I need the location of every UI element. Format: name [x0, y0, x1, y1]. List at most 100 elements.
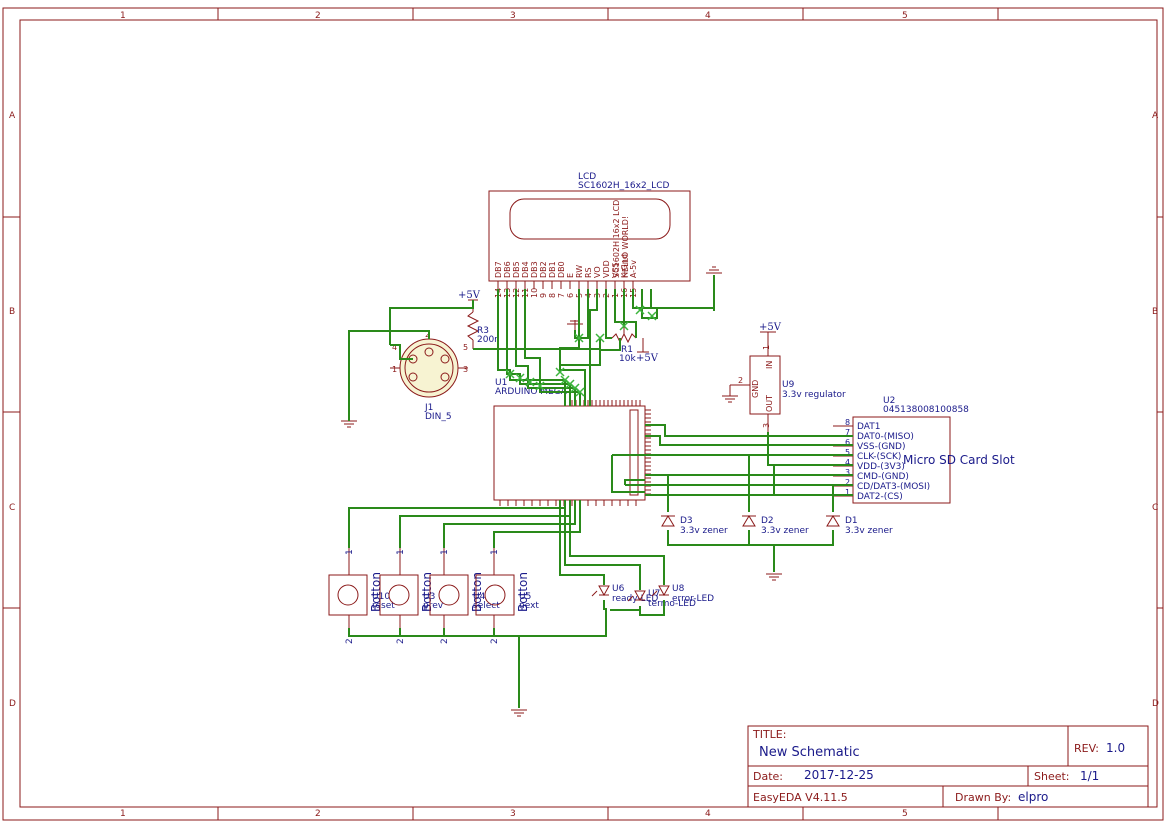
- button-pin-1: 1: [396, 549, 406, 555]
- lcd-pin-name: K-Gnd: [620, 254, 629, 278]
- zone-col-4-top: 4: [705, 11, 711, 21]
- button-pin-1: 1: [345, 549, 355, 555]
- button-body: [379, 574, 419, 616]
- j1-pin-2: 2: [425, 330, 430, 339]
- u2-pin-name: CD/DAT3-(MOSI): [857, 482, 930, 492]
- j1-pin-1: 1: [392, 365, 397, 374]
- u2-title: Micro SD Card Slot: [903, 453, 1015, 467]
- u9-power-label: +5V: [759, 322, 782, 333]
- u2-pin-name: CLK-(SCK): [857, 452, 901, 462]
- u2-pin-name: DAT2-(CS): [857, 492, 903, 502]
- drawn-by-label: Drawn By:: [955, 791, 1011, 804]
- led-value: termo-LED: [648, 599, 696, 609]
- r1-ref: R1: [621, 345, 633, 355]
- button-value: prev: [423, 601, 444, 611]
- lcd-name: LCD: [578, 172, 596, 182]
- u2-pin-number: 7: [845, 428, 850, 437]
- zone-col-3-top: 3: [510, 11, 516, 21]
- lcd-pin-number: 9: [539, 293, 548, 298]
- junction-markers: [505, 305, 657, 397]
- button-body: [475, 574, 515, 616]
- u2-ref: U2: [883, 396, 895, 406]
- zone-col-2-bottom: 2: [315, 809, 321, 819]
- date-label: Date:: [753, 770, 783, 783]
- u2-body: [852, 416, 951, 504]
- lcd-pin-name: DB7: [494, 261, 503, 278]
- r3-power-label: +5V: [458, 290, 481, 301]
- zener-diode[interactable]: D23.3v zener: [742, 515, 809, 536]
- j1-pin-4: 4: [392, 343, 397, 352]
- diode-ref: D2: [761, 516, 774, 526]
- lcd-pin-number: 6: [566, 293, 575, 298]
- led-triangle: [634, 590, 646, 602]
- ground-symbol-diodes: [766, 545, 782, 581]
- potentiometer-r1[interactable]: R1 10k +5V: [611, 326, 659, 364]
- led-triangle: [658, 585, 670, 597]
- buttons: 12BottonU10reset12BottonU3prev12BottonU4…: [328, 548, 539, 644]
- button-ref: U3: [423, 592, 435, 602]
- lcd-pin-name: VDD: [602, 260, 611, 278]
- button-pin-1: 1: [440, 549, 450, 555]
- j1-ref: J1: [424, 403, 433, 413]
- u2-pin-number: 8: [845, 418, 850, 427]
- regulator-u9[interactable]: +5V IN GND OUT 1 2 3 U9 3.3v regulator: [722, 322, 846, 432]
- zone-row-c-right: C: [1152, 503, 1158, 513]
- u2-pin-number: 6: [845, 438, 850, 447]
- zone-row-d-left: D: [9, 699, 16, 709]
- u2-pin-number: 4: [845, 458, 850, 467]
- sheet-value: 1/1: [1080, 769, 1099, 783]
- button-pin-2: 2: [345, 638, 355, 644]
- zener-diode[interactable]: D13.3v zener: [826, 515, 893, 536]
- u2-pin-name: DAT0-(MISO): [857, 432, 914, 442]
- resistor-r3[interactable]: +5V R3 200r: [458, 290, 498, 349]
- button-cap: [388, 584, 410, 606]
- zone-col-3-bottom: 3: [510, 809, 516, 819]
- led-value: error-LED: [672, 594, 714, 604]
- diode-triangle: [826, 515, 840, 527]
- zone-col-5-top: 5: [902, 11, 908, 21]
- lcd-component[interactable]: LCD SC1602H_16x2_LCD SC1602H 16x2 LCD HE…: [488, 172, 691, 298]
- lcd-pin-name: DB0: [557, 261, 566, 278]
- button-type: Botton: [516, 572, 530, 612]
- ground-symbol-din: [341, 420, 357, 428]
- arduino-u1[interactable]: U1 ARDUINO MEGA: [493, 378, 651, 506]
- diode-ref: D1: [845, 516, 858, 526]
- diode-value: 3.3v zener: [761, 526, 809, 536]
- r1-power-label: +5V: [636, 353, 659, 364]
- u1-pins: [499, 400, 651, 506]
- zener-diode[interactable]: D33.3v zener: [661, 515, 728, 536]
- lcd-vtext-1: SC1602H 16x2 LCD: [612, 200, 621, 278]
- lcd-pin-name: E: [566, 273, 575, 278]
- lcd-pin-number: 7: [557, 293, 566, 298]
- outer-border: [2, 7, 1164, 821]
- title-value: New Schematic: [759, 745, 860, 760]
- zone-dividers: [3, 8, 1163, 820]
- j1-value: DIN_5: [425, 412, 452, 422]
- inner-border: [19, 19, 1158, 808]
- u9-pin-num-1: 1: [762, 345, 771, 350]
- led-value: ready-LED: [612, 594, 658, 604]
- sheet-label: Sheet:: [1034, 770, 1070, 783]
- lcd-pin-name: DB1: [548, 261, 557, 278]
- zone-row-b-right: B: [1152, 307, 1158, 317]
- j1-inner: [404, 343, 454, 393]
- button-cap: [438, 584, 460, 606]
- u1-ref: U1: [495, 378, 507, 388]
- led-ref: U8: [672, 584, 685, 594]
- u9-value: 3.3v regulator: [782, 390, 846, 400]
- ground-symbol-main: [511, 636, 527, 717]
- lcd-body: [488, 190, 691, 282]
- zone-col-4-bottom: 4: [705, 809, 711, 819]
- button-pin-2: 2: [440, 638, 450, 644]
- r1-zigzag: [611, 332, 637, 344]
- lcd-pin-name: DB6: [503, 261, 512, 278]
- connector-j1[interactable]: 1 2 3 4 5 J1 DIN_5: [390, 330, 468, 422]
